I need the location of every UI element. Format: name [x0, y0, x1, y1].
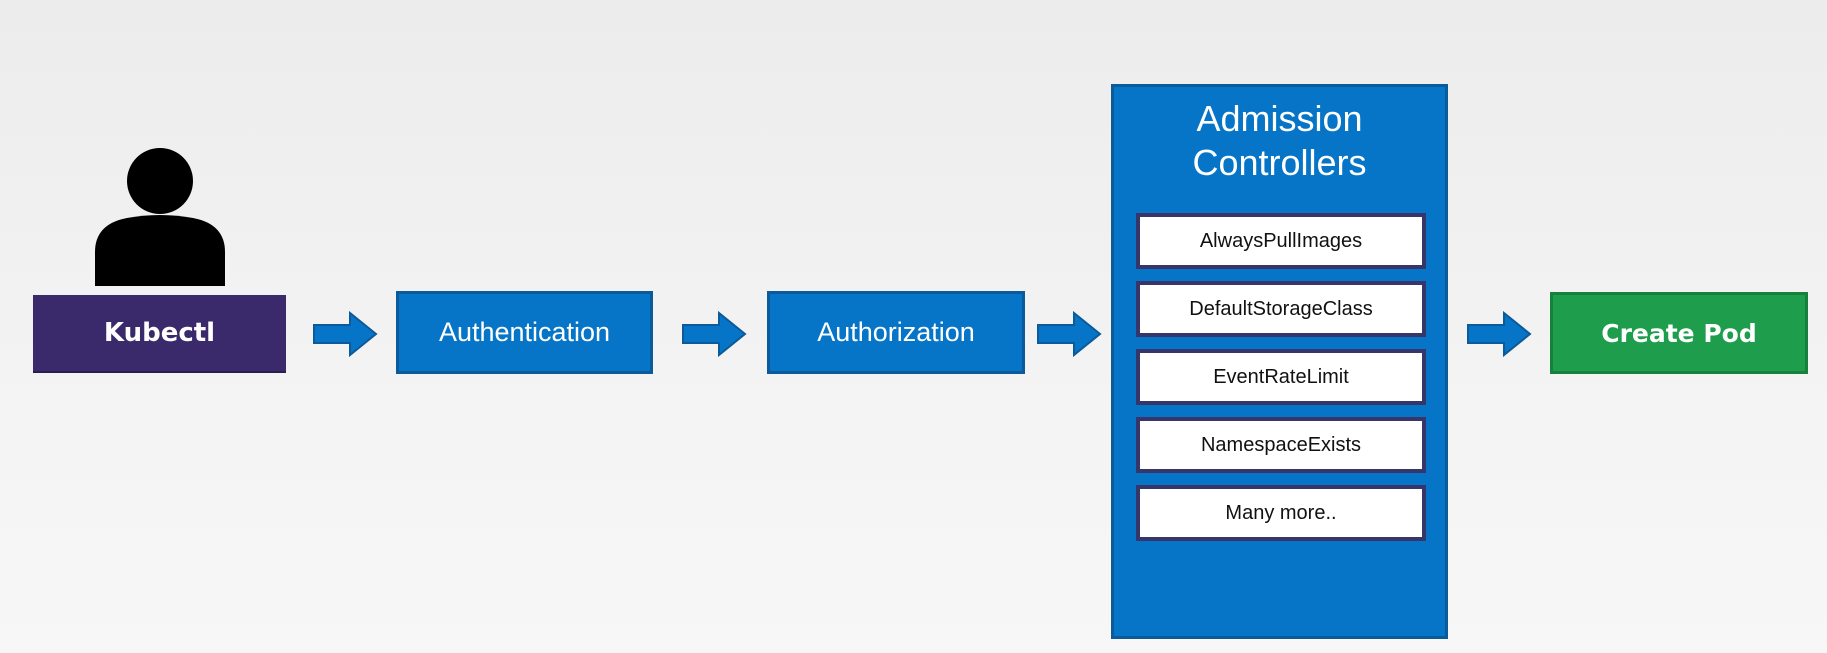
controller-item-event-rate-limit: EventRateLimit	[1136, 349, 1426, 405]
controller-item-always-pull-images: AlwaysPullImages	[1136, 213, 1426, 269]
arrow-right-icon	[1466, 310, 1532, 358]
create-pod-label: Create Pod	[1601, 318, 1757, 348]
user-icon	[95, 148, 225, 286]
admission-controllers-title: Admission Controllers	[1192, 98, 1367, 183]
create-pod-box: Create Pod	[1550, 292, 1808, 374]
authentication-label: Authentication	[438, 317, 611, 347]
authentication-box: Authentication	[396, 291, 653, 374]
controller-list: AlwaysPullImages DefaultStorageClass Eve…	[1136, 213, 1426, 553]
controller-item-default-storage-class: DefaultStorageClass	[1136, 281, 1426, 337]
kubectl-box: Kubectl	[33, 295, 286, 373]
arrow-right-icon	[312, 310, 378, 358]
kubectl-label: Kubectl	[103, 318, 216, 348]
controller-item-many-more: Many more..	[1136, 485, 1426, 541]
admission-controllers-panel: Admission Controllers AlwaysPullImages D…	[1111, 84, 1448, 639]
arrow-right-icon	[681, 310, 747, 358]
authorization-box: Authorization	[767, 291, 1025, 374]
controller-item-namespace-exists: NamespaceExists	[1136, 417, 1426, 473]
authorization-label: Authorization	[817, 317, 975, 347]
arrow-right-icon	[1036, 310, 1102, 358]
